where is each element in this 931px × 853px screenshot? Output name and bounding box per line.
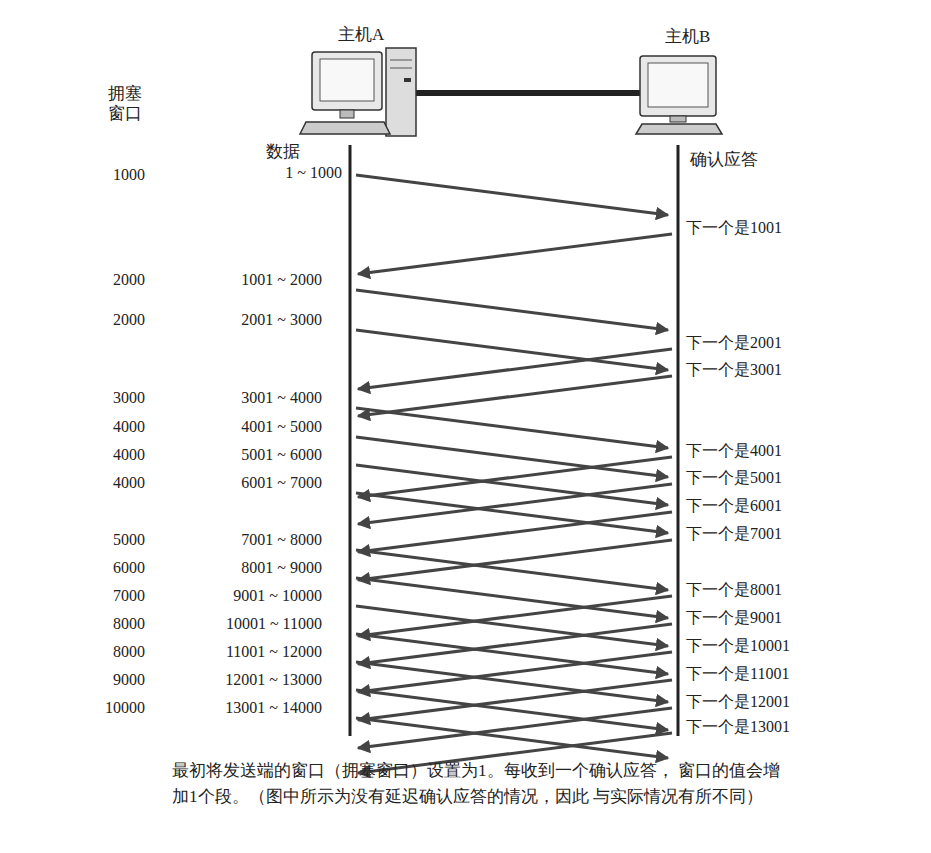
- ack-label: 下一个是1001: [686, 219, 782, 237]
- network-cable: [412, 90, 642, 96]
- data-range: 5001 ~ 6000: [241, 446, 322, 464]
- ack-label: 下一个是8001: [686, 581, 782, 599]
- computer-icon: [636, 56, 722, 134]
- segment-arrow: [356, 493, 668, 533]
- data-range: 7001 ~ 8000: [241, 531, 322, 549]
- data-range: 1001 ~ 2000: [241, 271, 322, 289]
- data-range: 10001 ~ 11000: [226, 615, 322, 633]
- ack-label: 下一个是5001: [686, 469, 782, 487]
- ack-label: 下一个是13001: [686, 718, 790, 736]
- segment-arrow: [358, 376, 672, 416]
- timeline: [349, 145, 352, 736]
- ack-label: 下一个是7001: [686, 525, 782, 543]
- window-value: 8000: [113, 615, 145, 633]
- window-value: 6000: [113, 559, 145, 577]
- data-range: 3001 ~ 4000: [241, 389, 322, 407]
- timeline: [677, 145, 680, 736]
- window-value: 10000: [105, 699, 145, 717]
- ack-label: 下一个是4001: [686, 442, 782, 460]
- segment-arrow: [356, 290, 668, 330]
- host-name: 主机B: [665, 27, 710, 47]
- ack-label: 下一个是10001: [686, 637, 790, 655]
- segment-arrow: [356, 175, 668, 215]
- host-name: 主机A: [338, 25, 384, 45]
- column-title: 数据: [266, 142, 300, 162]
- window-value: 2000: [113, 311, 145, 329]
- window-value: 3000: [113, 389, 145, 407]
- data-range: 11001 ~ 12000: [226, 643, 322, 661]
- window-value: 7000: [113, 587, 145, 605]
- ack-label: 下一个是12001: [686, 693, 790, 711]
- axis-title: 拥塞 窗口: [108, 84, 145, 123]
- window-value: 9000: [113, 671, 145, 689]
- data-range: 13001 ~ 14000: [225, 699, 322, 717]
- data-range: 12001 ~ 13000: [225, 671, 322, 689]
- window-value: 4000: [113, 474, 145, 492]
- data-range: 4001 ~ 5000: [241, 418, 322, 436]
- ack-label: 下一个是9001: [686, 609, 782, 627]
- ack-label: 下一个是2001: [686, 334, 782, 352]
- caption: 最初将发送端的窗口（拥塞窗口）设置为1。每收到一个确认应答， 窗口的值会增加1个…: [172, 758, 784, 809]
- window-value: 8000: [113, 643, 145, 661]
- segment-arrow: [358, 234, 672, 274]
- window-value: 5000: [113, 531, 145, 549]
- data-range: 1 ~ 1000: [285, 164, 342, 182]
- window-value: 1000: [113, 166, 145, 184]
- ack-label: 下一个是11001: [686, 665, 789, 683]
- data-range: 8001 ~ 9000: [241, 559, 322, 577]
- data-range: 2001 ~ 3000: [241, 311, 322, 329]
- window-value: 4000: [113, 418, 145, 436]
- segment-arrow: [356, 330, 668, 370]
- window-value: 2000: [113, 271, 145, 289]
- segment-arrow: [358, 540, 672, 580]
- ack-label: 下一个是3001: [686, 361, 782, 379]
- column-title: 确认应答: [690, 150, 758, 170]
- window-value: 4000: [113, 446, 145, 464]
- computer-icon: [300, 48, 416, 136]
- data-range: 9001 ~ 10000: [233, 587, 322, 605]
- data-range: 6001 ~ 7000: [241, 474, 322, 492]
- segment-arrow: [358, 708, 672, 748]
- ack-label: 下一个是6001: [686, 497, 782, 515]
